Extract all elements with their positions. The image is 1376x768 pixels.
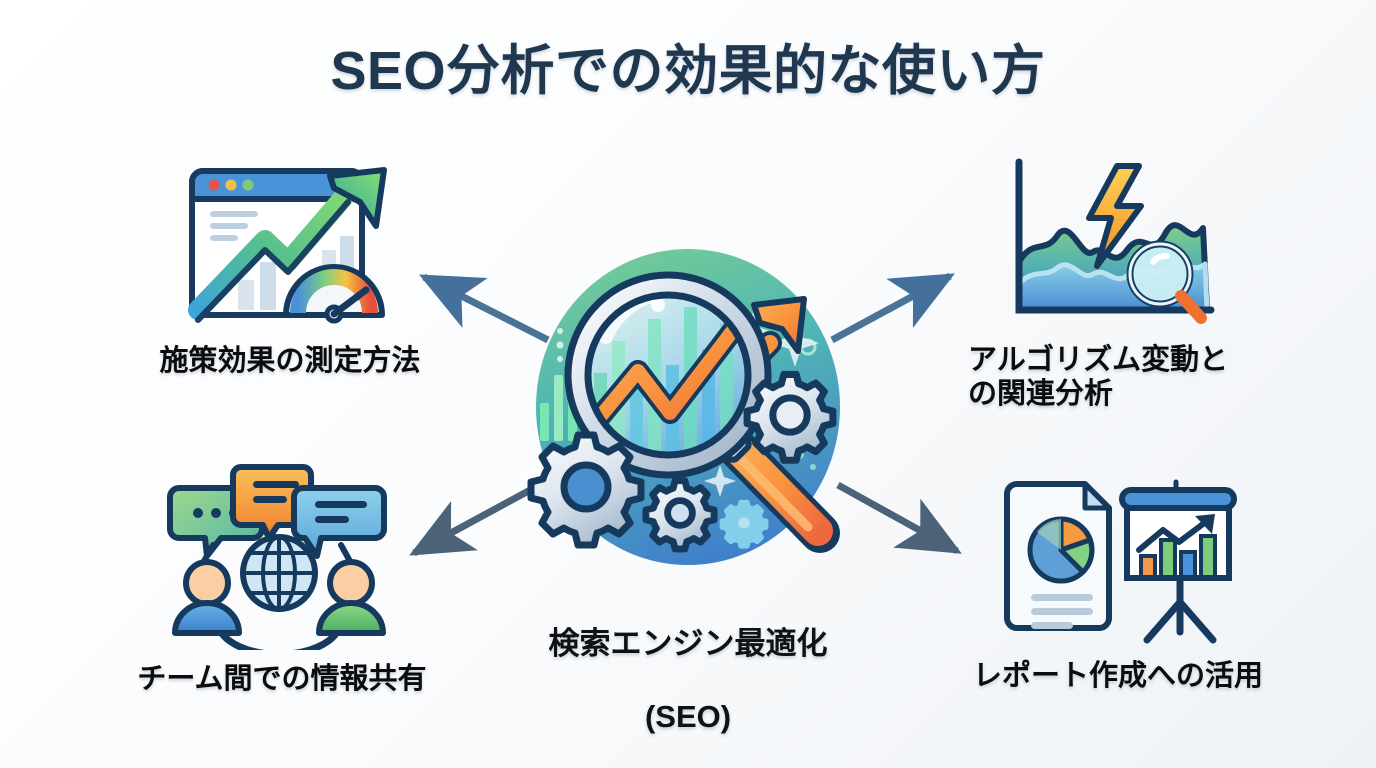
node-reporting[interactable]: レポート作成への活用 (958, 462, 1278, 693)
gear-right (743, 370, 837, 464)
node-label-reporting: レポート作成への活用 (972, 660, 1263, 692)
node-algorithm[interactable]: アルゴリズム変動と の関連分析 (960, 142, 1260, 411)
node-measurement[interactable]: 施策効果の測定方法 (130, 140, 450, 378)
center-label-line2: (SEO) (644, 698, 732, 734)
page-title: SEO分析での効果的な使い方 (330, 41, 1046, 101)
gear-accent (719, 499, 769, 549)
node-label-center: 検索エンジン最適化 (SEO) (498, 589, 878, 735)
gear-large (527, 431, 645, 549)
node-sharing[interactable]: チーム間での情報共有 (122, 455, 442, 696)
node-label-algorithm: アルゴリズム変動と の関連分析 (968, 344, 1229, 411)
node-center-seo[interactable]: 検索エンジン最適化 (SEO) (498, 245, 878, 735)
node-label-sharing: チーム間での情報共有 (137, 663, 427, 695)
speech-bubbles-globe-people-icon (157, 455, 407, 658)
magnifier-analytics-gears-icon (508, 245, 868, 585)
browser-growth-chart-gauge-icon (170, 140, 410, 330)
document-pie-presentation-chart-icon (991, 462, 1246, 647)
area-chart-lightning-magnifier-icon (993, 142, 1228, 327)
center-label-line1: 検索エンジン最適化 (548, 625, 828, 661)
gear-small (642, 477, 718, 553)
node-label-measurement: 施策効果の測定方法 (159, 345, 421, 377)
